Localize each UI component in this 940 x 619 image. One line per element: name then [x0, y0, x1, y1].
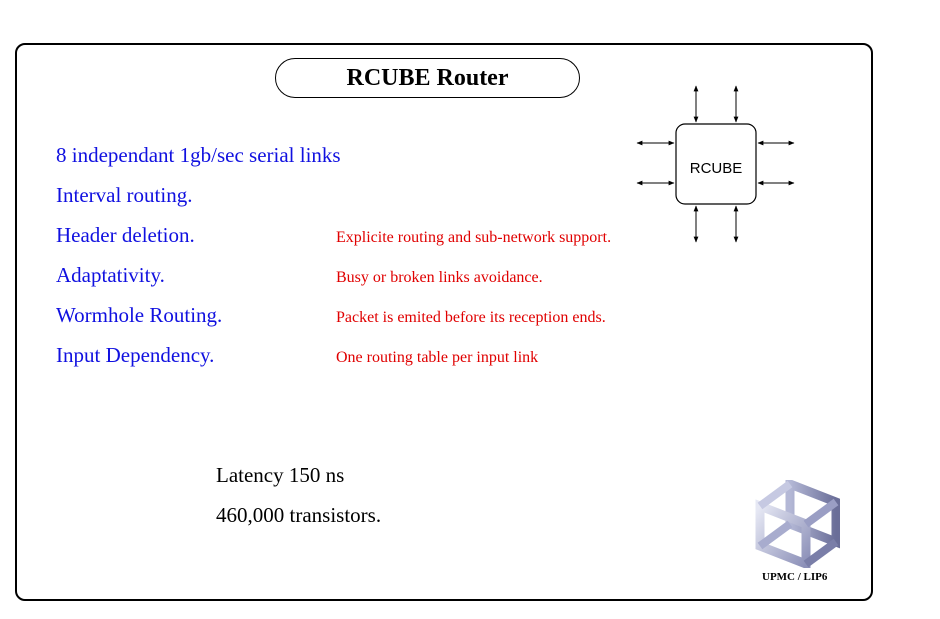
note-adaptativity: Busy or broken links avoidance.: [336, 269, 543, 286]
router-diagram: RCUBE: [636, 85, 795, 243]
feature-interval-routing: Interval routing.: [56, 183, 193, 207]
title-banner: RCUBE Router: [275, 58, 580, 98]
rcube-chip: [675, 123, 757, 205]
feature-header-deletion: Header deletion.: [56, 223, 195, 247]
feature-serial-links: 8 independant 1gb/sec serial links: [56, 143, 341, 167]
latency-stat: Latency 150 ns: [216, 463, 345, 487]
transistor-stat: 460,000 transistors.: [216, 503, 382, 527]
note-input-dependency: One routing table per input link: [336, 349, 539, 366]
chip-label: RCUBE: [690, 160, 743, 177]
feature-wormhole-routing: Wormhole Routing.: [56, 303, 223, 327]
upmc-cube-logo: [755, 480, 840, 568]
slide-title: RCUBE Router: [346, 64, 509, 91]
feature-input-dependency: Input Dependency.: [56, 343, 215, 367]
slide-frame: [15, 43, 873, 601]
note-wormhole-routing: Packet is emited before its reception en…: [336, 309, 606, 326]
feature-adaptativity: Adaptativity.: [56, 263, 165, 287]
logo-caption: UPMC / LIP6: [762, 571, 828, 583]
note-header-deletion: Explicite routing and sub-network suppor…: [336, 229, 612, 246]
